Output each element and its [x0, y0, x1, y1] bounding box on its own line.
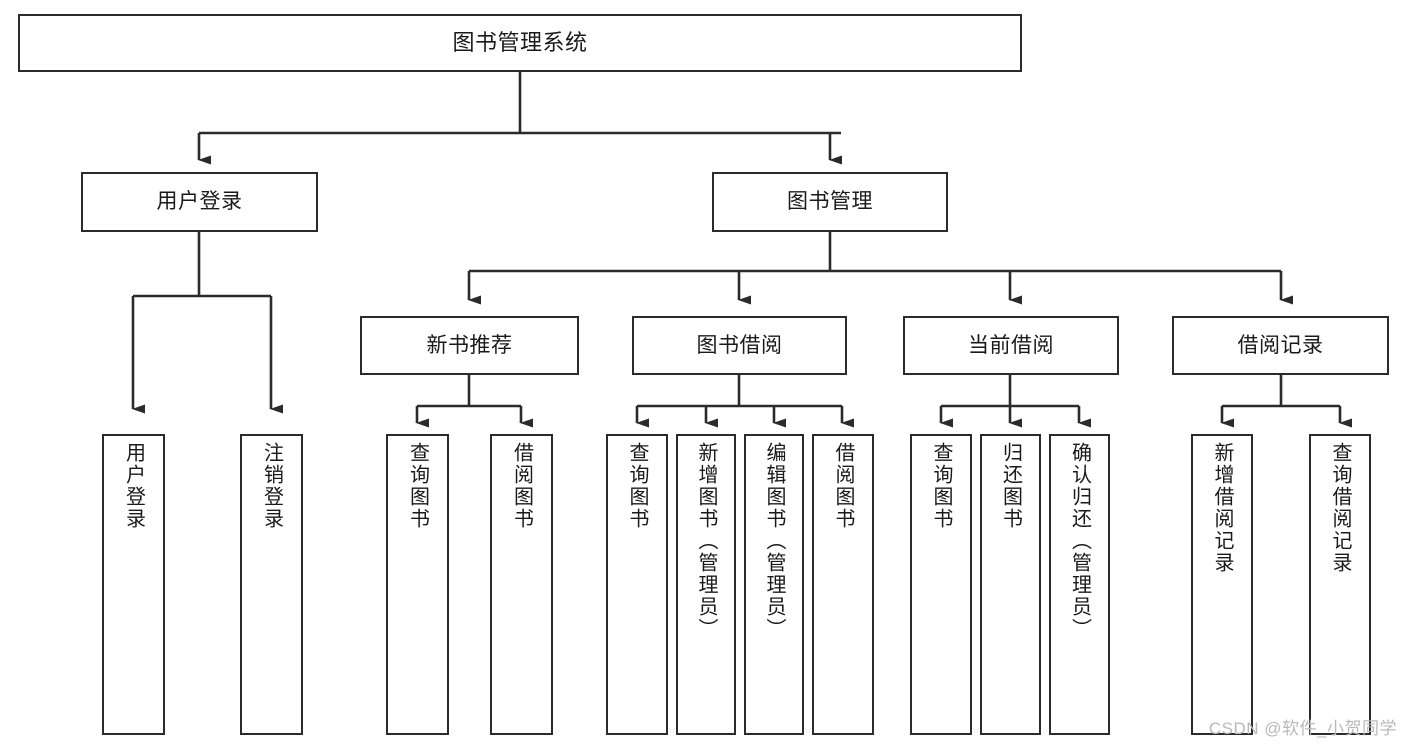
- node-leaf-edit-book[interactable]: 编辑图书（管理员）: [744, 434, 804, 735]
- node-leaf-confirm-return[interactable]: 确认归还（管理员）: [1049, 434, 1110, 735]
- node-label: 编辑图书（管理员）: [763, 442, 785, 640]
- node-leaf-add-record[interactable]: 新增借阅记录: [1191, 434, 1253, 735]
- node-label: 查询图书: [406, 442, 429, 530]
- node-borrow-record[interactable]: 借阅记录: [1172, 316, 1389, 375]
- node-leaf-logout[interactable]: 注销登录: [240, 434, 303, 735]
- watermark-text: CSDN @软件_小贺同学: [1208, 719, 1397, 738]
- node-label: 当前借阅: [968, 333, 1054, 357]
- node-leaf-borrow-book-1[interactable]: 借阅图书: [490, 434, 553, 735]
- node-label: 用户登录: [122, 442, 145, 530]
- node-label: 图书借阅: [696, 333, 783, 357]
- node-current-borrow[interactable]: 当前借阅: [903, 316, 1119, 375]
- node-label: 图书管理系统: [452, 29, 588, 55]
- node-leaf-query-book-2[interactable]: 查询图书: [606, 434, 668, 735]
- node-label: 借阅图书: [510, 442, 533, 530]
- node-label: 图书管理: [787, 190, 873, 214]
- node-user-login[interactable]: 用户登录: [81, 172, 318, 232]
- node-label: 借阅图书: [832, 442, 854, 530]
- node-root-system[interactable]: 图书管理系统: [18, 14, 1022, 72]
- node-label: 新增图书（管理员）: [695, 442, 717, 640]
- node-label: 用户登录: [156, 190, 243, 214]
- node-label: 注销登录: [260, 442, 283, 530]
- node-label: 查询图书: [930, 442, 952, 530]
- node-book-borrow[interactable]: 图书借阅: [632, 316, 847, 375]
- node-label: 新增借阅记录: [1211, 442, 1233, 574]
- node-leaf-query-record[interactable]: 查询借阅记录: [1309, 434, 1371, 735]
- node-label: 确认归还（管理员）: [1068, 442, 1091, 640]
- node-label: 归还图书: [999, 442, 1022, 530]
- node-leaf-user-login[interactable]: 用户登录: [102, 434, 165, 735]
- node-label: 查询图书: [626, 442, 648, 530]
- node-leaf-return-book[interactable]: 归还图书: [980, 434, 1041, 735]
- node-leaf-add-book[interactable]: 新增图书（管理员）: [676, 434, 736, 735]
- node-leaf-query-book-3[interactable]: 查询图书: [910, 434, 972, 735]
- node-book-manage[interactable]: 图书管理: [712, 172, 948, 232]
- node-label: 新书推荐: [426, 333, 513, 357]
- node-new-book-recommend[interactable]: 新书推荐: [360, 316, 579, 375]
- node-label: 查询借阅记录: [1329, 442, 1351, 574]
- node-leaf-borrow-book-2[interactable]: 借阅图书: [812, 434, 874, 735]
- node-label: 借阅记录: [1237, 333, 1324, 357]
- node-leaf-query-book-1[interactable]: 查询图书: [386, 434, 449, 735]
